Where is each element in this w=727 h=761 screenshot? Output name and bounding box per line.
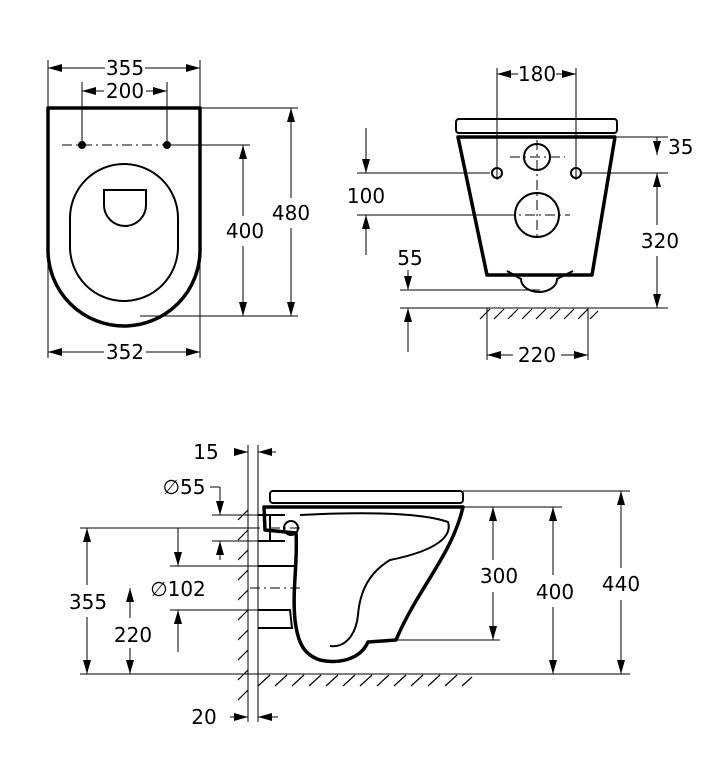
side-view-bowl-outline	[262, 505, 465, 664]
dim-outlet-height-side: 220	[114, 623, 152, 647]
dim-outlet-diameter: ∅102	[150, 577, 206, 601]
side-view-bowl-inner	[299, 512, 450, 648]
front-view-outlet	[506, 270, 574, 293]
dim-height-total: 440	[602, 572, 640, 596]
dim-height-to-holes: 320	[641, 229, 679, 253]
dim-outlet-height: 55	[397, 246, 422, 270]
dim-bowl-height: 300	[480, 564, 518, 588]
top-view-seat	[69, 163, 179, 302]
dim-front-hole-spacing: 180	[518, 62, 556, 86]
dim-wall-offset-top: 15	[193, 440, 218, 464]
dim-drain-offset: 100	[347, 184, 385, 208]
dim-inlet-diameter: ∅55	[163, 475, 206, 499]
dim-wall-offset-bottom: 20	[191, 705, 216, 729]
side-view: 15 ∅55 ∅102 355 220	[69, 440, 640, 729]
dim-top-hole-spacing: 200	[106, 79, 144, 103]
top-view-rim-opening	[103, 189, 147, 227]
dim-inlet-height: 355	[69, 590, 107, 614]
top-view: 355 200 352 400 480	[46, 56, 310, 364]
front-view: 180 35 320 100 55	[347, 62, 694, 367]
dim-length-to-holes: 400	[226, 219, 264, 243]
dim-bottom-width: 352	[106, 340, 144, 364]
dim-top-width: 355	[106, 56, 144, 80]
front-view-seat-lid	[455, 118, 618, 134]
side-view-outlet-pipe	[258, 565, 296, 629]
dim-height-to-seat: 400	[536, 580, 574, 604]
dim-length-total: 480	[272, 201, 310, 225]
dim-hole-offset: 35	[668, 135, 693, 159]
side-view-seat-lid	[269, 490, 464, 504]
top-view-outline	[46, 106, 202, 328]
front-view-bowl-outline	[456, 135, 617, 277]
dim-base-width: 220	[518, 343, 556, 367]
